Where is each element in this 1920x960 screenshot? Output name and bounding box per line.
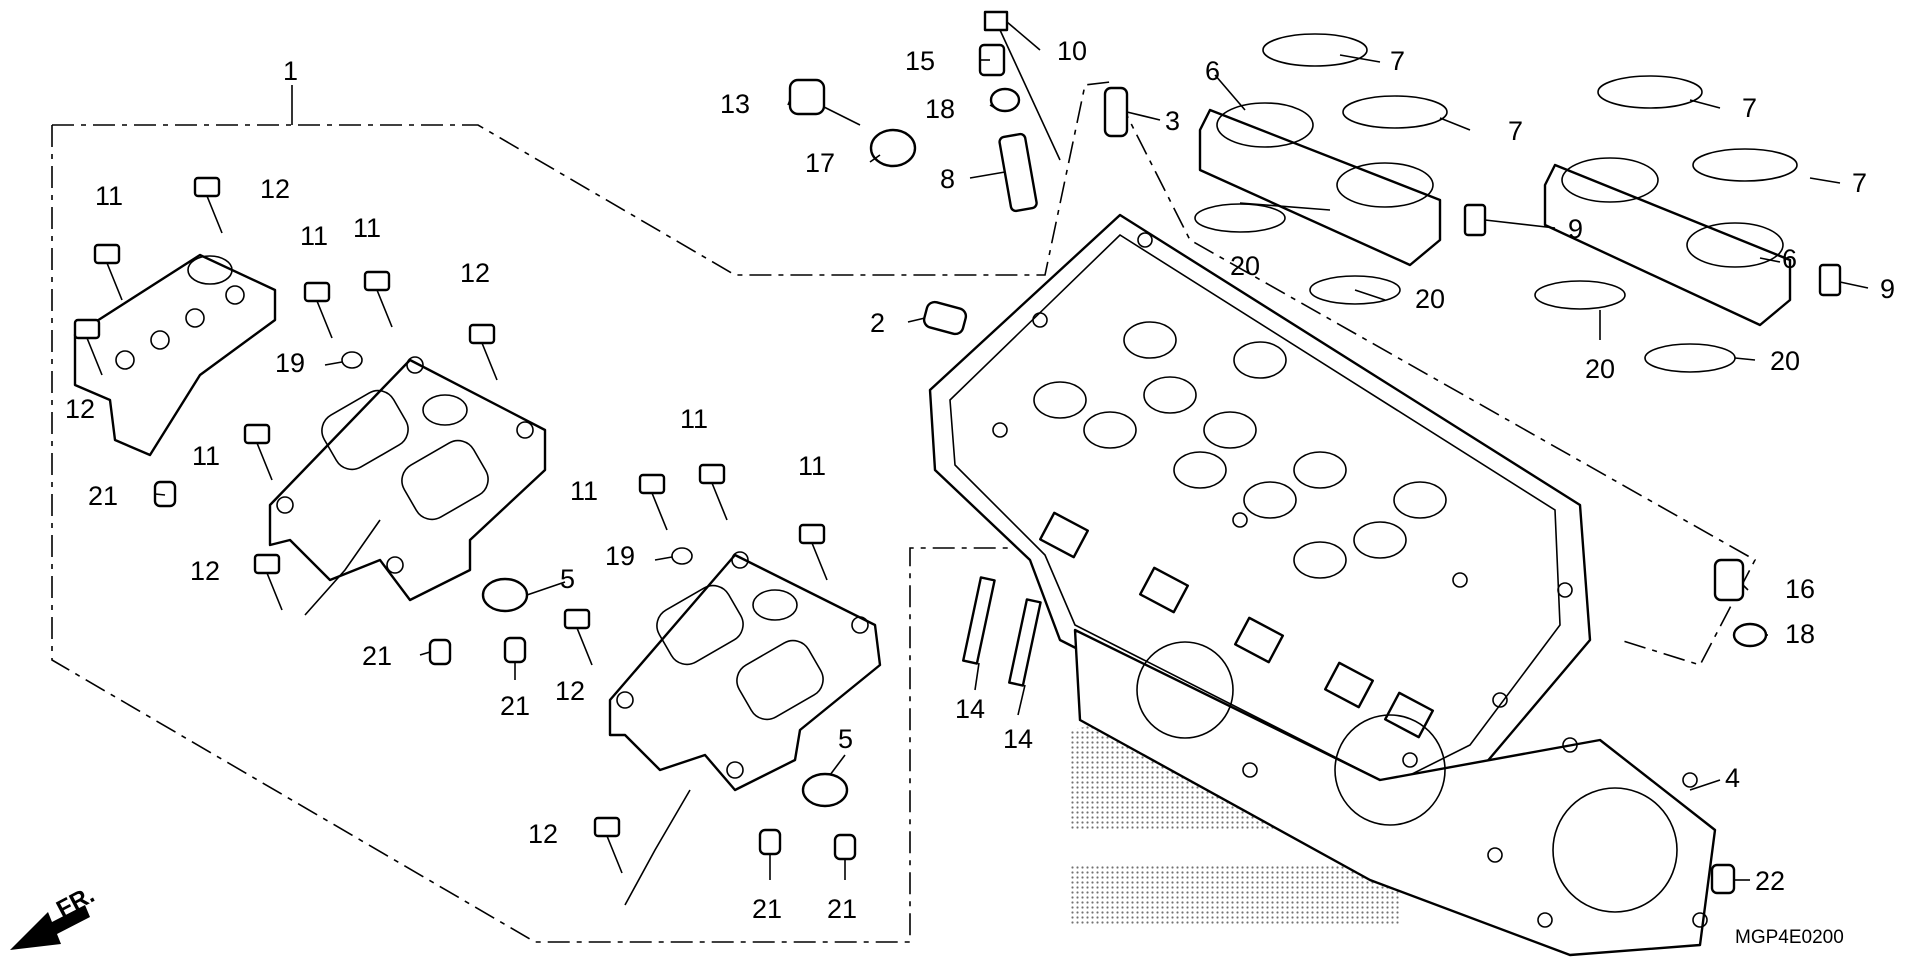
- assembly-outline-1: [52, 81, 1757, 666]
- callout-12: 12: [190, 556, 220, 586]
- callout-11: 11: [192, 441, 220, 471]
- callout-11: 11: [680, 404, 708, 434]
- cam-holder-small: [73, 253, 277, 457]
- callout-1: 1: [283, 56, 298, 86]
- callout-3: 3: [1165, 106, 1180, 136]
- callout-14: 14: [955, 694, 985, 724]
- callout-14: 14: [1003, 724, 1033, 754]
- intake-insulators-left: [1194, 33, 1448, 305]
- callout-21: 21: [752, 894, 782, 924]
- callout-20: 20: [1230, 251, 1260, 281]
- callout-11: 11: [570, 476, 598, 506]
- svg-text:FR.: FR.: [52, 881, 99, 923]
- callout-19: 19: [275, 348, 305, 378]
- assembly-outline-1-left: [51, 125, 1010, 943]
- callout-10: 10: [1057, 36, 1087, 66]
- cam-holder-middle: [268, 356, 547, 602]
- callout-21: 21: [827, 894, 857, 924]
- callout-11: 11: [300, 221, 328, 251]
- bolts: [73, 176, 828, 874]
- callout-8: 8: [940, 164, 955, 194]
- callout-2: 2: [870, 308, 885, 338]
- callout-7: 7: [1742, 93, 1757, 123]
- callout-16: 16: [1785, 574, 1815, 604]
- callout-4: 4: [1725, 763, 1740, 793]
- callout-12: 12: [260, 174, 290, 204]
- callout-9: 9: [1568, 214, 1583, 244]
- small-parts: [153, 10, 1842, 895]
- callout-9: 9: [1880, 274, 1895, 304]
- callout-17: 17: [805, 148, 835, 178]
- cylinder-head: [928, 213, 1592, 812]
- diagram-code: MGP4E0200: [1735, 927, 1844, 948]
- callout-21: 21: [88, 481, 118, 511]
- callout-22: 22: [1755, 866, 1785, 896]
- callout-7: 7: [1852, 168, 1867, 198]
- callout-18: 18: [925, 94, 955, 124]
- intake-insulators-right: [1534, 75, 1798, 373]
- callout-21: 21: [500, 691, 530, 721]
- head-gasket: [1073, 628, 1717, 957]
- callout-20: 20: [1415, 284, 1445, 314]
- callout-19: 19: [605, 541, 635, 571]
- callout-7: 7: [1390, 46, 1405, 76]
- callout-11: 11: [353, 213, 381, 243]
- callout-20: 20: [1770, 346, 1800, 376]
- callout-5: 5: [560, 564, 575, 594]
- callout-6: 6: [1782, 244, 1797, 274]
- callout-12: 12: [528, 819, 558, 849]
- leader-lines: [154, 21, 1869, 906]
- callout-7: 7: [1508, 116, 1523, 146]
- callout-18: 18: [1785, 619, 1815, 649]
- callout-12: 12: [460, 258, 490, 288]
- callout-20: 20: [1585, 354, 1615, 384]
- callout-11: 11: [95, 181, 123, 211]
- callout-12: 12: [555, 676, 585, 706]
- callout-12: 12: [65, 394, 95, 424]
- cam-holder-lower: [608, 551, 882, 792]
- callout-5: 5: [838, 724, 853, 754]
- callout-15: 15: [905, 46, 935, 76]
- callout-6: 6: [1205, 56, 1220, 86]
- callout-11: 11: [798, 451, 826, 481]
- callouts: 1 2 3 4 5 5 6 6 7 7 7 7 8 9 9 10 11 11 1…: [65, 36, 1895, 924]
- callout-21: 21: [362, 641, 392, 671]
- front-direction-arrow: FR.: [10, 881, 99, 950]
- callout-13: 13: [720, 89, 750, 119]
